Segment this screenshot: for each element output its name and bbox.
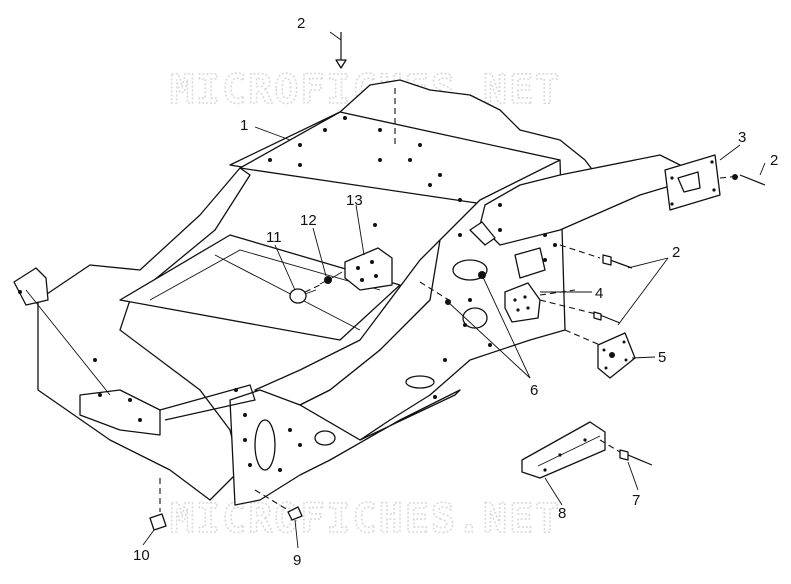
callout-1: 1 — [240, 117, 248, 134]
frame-slot-center — [314, 430, 336, 446]
callout-labels: 1 2 2 2 3 4 5 6 7 8 9 10 11 12 13 — [133, 15, 778, 569]
plug-part-9 — [287, 506, 303, 521]
frame-front-box — [229, 389, 461, 506]
nut-7 — [619, 449, 629, 461]
plate-part-3-cutout — [677, 171, 701, 193]
bolt-mid-2b — [599, 314, 621, 324]
frame-slot-front — [405, 375, 435, 389]
frame-left-side — [37, 167, 251, 501]
rivet-holes — [18, 116, 557, 472]
nut-mid-2b — [593, 311, 602, 321]
plug-part-10 — [149, 513, 167, 531]
grommet-shank — [319, 271, 343, 285]
callout-2-middle: 2 — [672, 244, 680, 261]
bracket-part-4 — [504, 282, 541, 323]
callout-6: 6 — [530, 382, 538, 399]
plug-shank — [304, 289, 317, 295]
callout-7: 7 — [632, 492, 640, 509]
bolt-top-2-head — [335, 59, 347, 69]
bolt-7 — [627, 454, 653, 466]
leader-lines — [142, 31, 766, 549]
nut-mid-2a — [602, 254, 612, 266]
callout-2-right: 2 — [770, 152, 778, 169]
watermark-bottom: MICROFICHES.NET — [170, 496, 561, 542]
frame-slot-left — [254, 419, 276, 471]
angle-bracket-part-8 — [521, 421, 606, 479]
bolt-right-2 — [739, 174, 766, 186]
plate-part-5 — [597, 332, 636, 379]
frame-assembly — [13, 79, 691, 506]
bracket-part-13 — [344, 247, 393, 291]
callout-5: 5 — [658, 349, 666, 366]
angle-bracket-fold — [537, 435, 601, 467]
callout-12: 12 — [300, 212, 317, 229]
frame-floor — [119, 234, 401, 341]
left-tab-stripe — [25, 289, 111, 396]
floor-edge-line — [149, 249, 381, 301]
callout-11: 11 — [266, 229, 282, 246]
frame-left-tab — [13, 267, 49, 306]
left-rail-brace — [159, 384, 256, 421]
callout-13: 13 — [346, 192, 363, 209]
callout-8: 8 — [558, 505, 566, 522]
plug-part-11 — [289, 288, 307, 304]
frame-notch-left — [469, 221, 496, 246]
callout-9: 9 — [293, 552, 301, 569]
callout-3: 3 — [738, 129, 746, 146]
callout-4: 4 — [595, 285, 603, 302]
floor-edge-line-2 — [214, 254, 361, 331]
fasteners — [149, 32, 766, 531]
frame-slot-bracket — [514, 247, 546, 279]
frame-left-foot — [79, 389, 161, 436]
bolt-mid-2a — [609, 259, 633, 269]
frame-slot-right-lower — [462, 307, 488, 329]
callout-10: 10 — [133, 547, 150, 564]
assembly-lines — [159, 88, 741, 512]
callout-2-top: 2 — [297, 15, 305, 32]
